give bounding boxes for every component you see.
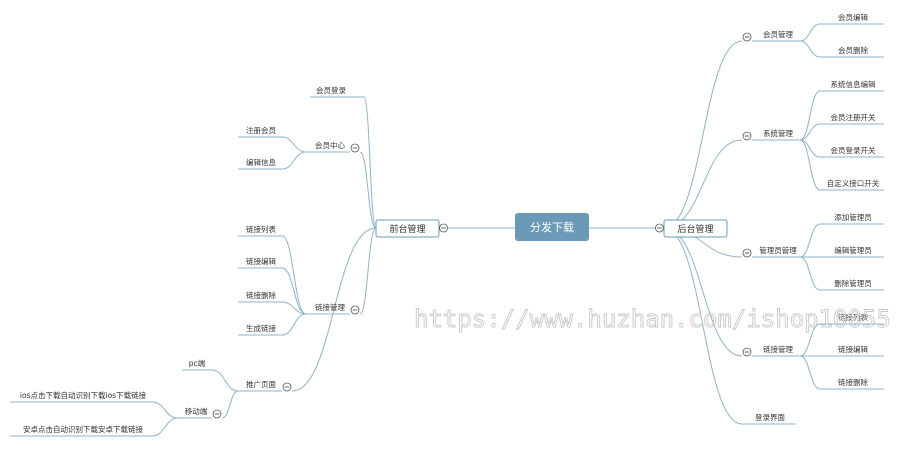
back-collapse-icon[interactable] <box>655 223 664 233</box>
left-l2-node[interactable]: 移动端 <box>185 406 208 416</box>
right-l1-node[interactable]: 管理员管理 <box>759 245 797 255</box>
right-l1-collapse-icon[interactable] <box>742 131 752 141</box>
left-l1-node[interactable]: 会员中心 <box>315 140 345 150</box>
left-l1-collapse-icon[interactable] <box>282 382 292 392</box>
watermark-text: https://www.huzhan.com/ishop10055 <box>414 305 891 333</box>
right-l2-node[interactable]: 删除管理员 <box>834 278 872 288</box>
right-l2-node[interactable]: 链接删除 <box>838 377 868 387</box>
right-l2-node[interactable]: 添加管理员 <box>834 212 872 222</box>
right-l1-node[interactable]: 会员管理 <box>763 29 793 39</box>
right-l2-node[interactable]: 链接列表 <box>838 312 868 322</box>
left-l2-node[interactable]: 生成链接 <box>246 323 276 333</box>
right-l1-node[interactable]: 登录界面 <box>755 412 785 422</box>
left-l2-node[interactable]: 链接列表 <box>246 224 276 234</box>
connector-line <box>799 40 821 58</box>
connector-line <box>663 227 743 357</box>
connector-line <box>799 123 821 141</box>
connector-line <box>281 235 307 315</box>
left-l2-node[interactable]: pc端 <box>189 358 206 368</box>
connector-line <box>799 139 821 191</box>
connector-line <box>281 136 307 153</box>
left-l2-node[interactable]: 注册会员 <box>246 125 276 135</box>
right-l1-collapse-icon[interactable] <box>742 248 752 258</box>
connector-line <box>211 369 239 392</box>
left-l3-node[interactable]: ios点击下载自动识别下载ios下载链接 <box>20 390 147 400</box>
branch-node-back[interactable]: 后台管理 <box>663 219 728 238</box>
right-l2-node[interactable]: 链接编辑 <box>838 344 868 354</box>
connector-line <box>281 313 307 336</box>
root-node[interactable]: 分发下载 <box>515 213 589 241</box>
right-l1-collapse-icon[interactable] <box>742 347 752 357</box>
right-l2-node[interactable]: 会员登录开关 <box>831 145 876 155</box>
connector-line <box>799 223 821 258</box>
connector-line <box>281 301 307 315</box>
connector-line <box>799 23 821 42</box>
left-l1-node[interactable]: 推广页面 <box>246 379 276 389</box>
right-l2-node[interactable]: 会员编辑 <box>838 12 868 22</box>
connector-line <box>281 151 307 170</box>
right-l2-node[interactable]: 系统信息编辑 <box>831 79 876 89</box>
root-label: 分发下载 <box>530 220 574 234</box>
connector-line <box>359 151 377 229</box>
right-l1-collapse-icon[interactable] <box>742 32 752 42</box>
left-l1-node[interactable]: 链接管理 <box>315 302 345 312</box>
branch-node-front[interactable]: 前台管理 <box>375 219 440 238</box>
connector-line <box>359 227 377 315</box>
nodes-layer: 分发下载前台管理会员登录会员中心链接管理推广页面注册会员编辑信息链接列表链接编辑… <box>20 12 880 434</box>
right-l1-node[interactable]: 链接管理 <box>763 344 793 354</box>
mobile-collapse-icon[interactable] <box>212 409 222 419</box>
left-l3-node[interactable]: 安卓点击自动识别下载安卓下载链接 <box>23 424 143 434</box>
connector-line <box>663 40 743 229</box>
right-l2-node[interactable]: 会员注册开关 <box>831 112 876 122</box>
connector-line <box>151 417 179 437</box>
left-l2-node[interactable]: 编辑信息 <box>246 157 276 167</box>
connector-line <box>663 139 743 229</box>
left-l1-collapse-icon[interactable] <box>350 143 360 153</box>
right-l2-node[interactable]: 编辑管理员 <box>834 245 872 255</box>
connector-line <box>799 256 821 291</box>
left-l2-node[interactable]: 链接编辑 <box>246 256 276 266</box>
left-l2-node[interactable]: 链接删除 <box>246 290 276 300</box>
connector-line <box>281 267 307 315</box>
connector-line <box>799 355 821 390</box>
branch-node-front-label: 前台管理 <box>389 223 425 235</box>
connector-line <box>151 401 179 419</box>
connector-line <box>799 90 821 141</box>
right-l2-node[interactable]: 自定义接口开关 <box>827 178 880 188</box>
left-l1-node[interactable]: 会员登录 <box>316 85 346 95</box>
left-l1-collapse-icon[interactable] <box>350 305 360 315</box>
connector-line <box>291 227 377 392</box>
branch-node-back-label: 后台管理 <box>677 223 713 235</box>
connector-line <box>221 390 239 419</box>
connector-line <box>363 96 377 229</box>
edges-layer <box>10 23 884 437</box>
connector-line <box>799 323 821 357</box>
right-l1-node[interactable]: 系统管理 <box>763 128 793 138</box>
front-collapse-icon[interactable] <box>439 223 448 233</box>
right-l2-node[interactable]: 会员删除 <box>838 45 868 55</box>
